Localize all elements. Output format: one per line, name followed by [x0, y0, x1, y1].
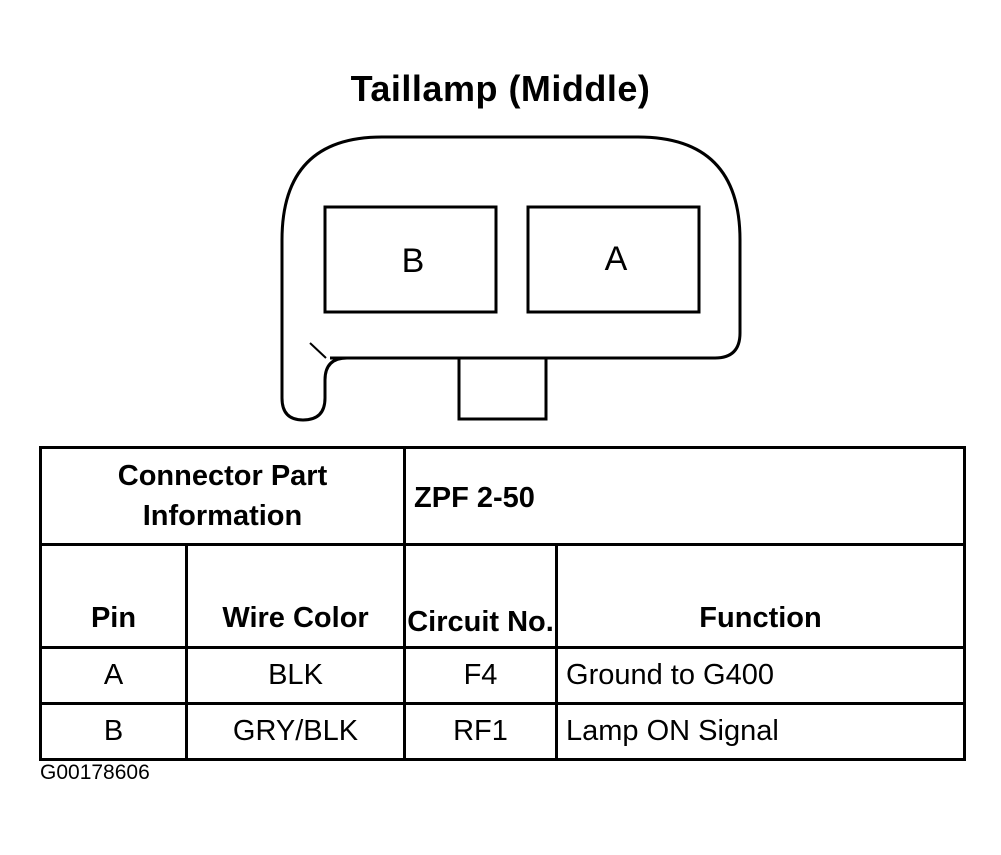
pin-label-a: A	[605, 240, 628, 278]
cell-pin: A	[39, 646, 188, 705]
pin-cavity-b	[323, 205, 498, 314]
part-info-row: Connector Part Information ZPF 2-50	[38, 446, 967, 546]
connector-lock-tab	[457, 358, 548, 421]
table-row: A BLK F4 Ground to G400	[39, 646, 967, 705]
part-info-label: Connector Part Information	[38, 446, 407, 546]
cell-wire-color: BLK	[184, 646, 407, 705]
cell-circuit: F4	[403, 646, 559, 705]
connector-info-table: Connector Part Information ZPF 2-50 Pin …	[38, 446, 967, 761]
cell-function: Lamp ON Signal	[555, 702, 967, 761]
pin-cavity-a	[526, 205, 701, 314]
connector-latch-line	[309, 342, 327, 359]
table-row: B GRY/BLK RF1 Lamp ON Signal	[39, 702, 967, 761]
connector-face-diagram: B A	[280, 135, 742, 422]
column-header-row: Pin Wire Color Circuit No. Function	[39, 543, 967, 649]
connector-body-outline	[280, 135, 742, 422]
header-pin: Pin	[39, 543, 188, 649]
cell-pin: B	[39, 702, 188, 761]
header-wire-color: Wire Color	[184, 543, 407, 649]
cell-wire-color: GRY/BLK	[184, 702, 407, 761]
part-number: ZPF 2-50	[403, 446, 967, 546]
figure-id: G00178606	[40, 761, 150, 784]
cell-circuit: RF1	[403, 702, 559, 761]
pin-label-b: B	[402, 242, 425, 280]
cell-function: Ground to G400	[555, 646, 967, 705]
header-function: Function	[555, 543, 967, 649]
header-circuit: Circuit No.	[403, 543, 559, 649]
diagram-title: Taillamp (Middle)	[350, 68, 651, 109]
